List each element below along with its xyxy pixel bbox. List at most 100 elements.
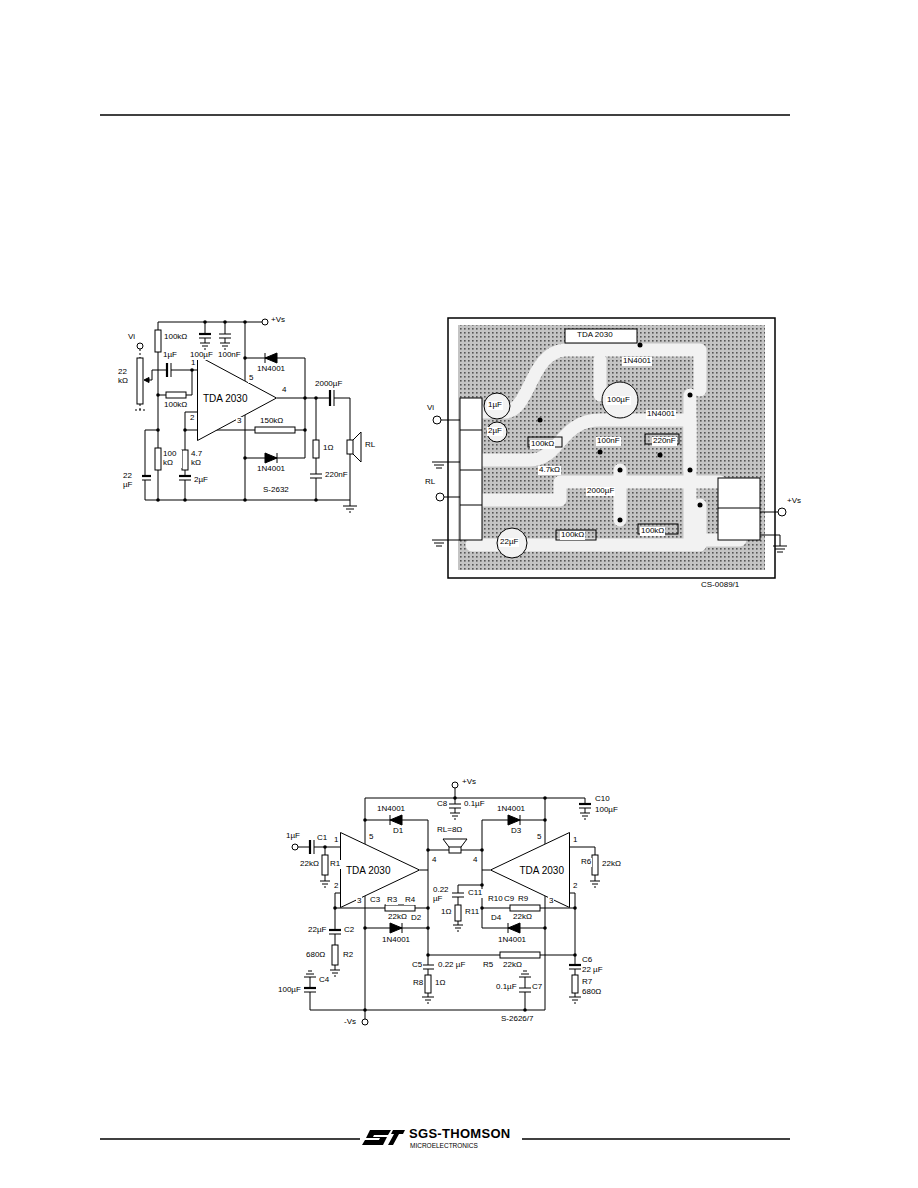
component-label: S-2632 [262, 486, 290, 495]
component-label: 22kΩ [601, 860, 622, 869]
logo-text: MICROELECTRONICS [409, 1142, 479, 1149]
pcb-layout [432, 318, 787, 578]
component-label: 1N4001 [381, 936, 411, 945]
component-label: R9 [517, 895, 529, 904]
component-label: R6 [580, 858, 592, 867]
component-label: 1Ω [434, 979, 446, 988]
component-label: D4 [490, 914, 502, 923]
component-label: 4 [281, 386, 287, 395]
component-label: 3 [548, 897, 554, 906]
board-label: 100µF [606, 396, 631, 405]
component-label: 4 [431, 856, 437, 865]
component-label: 1µF [285, 832, 301, 841]
component-label: C11 [467, 889, 483, 898]
board-label: 1N4001 [622, 357, 652, 366]
component-label: RL=8Ω [436, 826, 463, 835]
component-label: 1N4001 [376, 805, 406, 814]
board-label: 100kΩ [640, 527, 665, 536]
component-label: 2µF [193, 476, 209, 485]
component-label: 0.1µF [495, 983, 518, 992]
component-label: C3 [369, 896, 381, 905]
component-label: 3 [356, 897, 362, 906]
component-label: 1 [333, 836, 339, 845]
component-label: 22kΩ [512, 913, 533, 922]
component-label: 100 kΩ [162, 450, 182, 468]
component-label: C1 [316, 834, 328, 843]
amplifier-circuit [135, 319, 361, 512]
component-label: 1N4001 [497, 936, 527, 945]
component-label: R11 [464, 908, 480, 917]
component-label: 0.22 µF [437, 961, 466, 970]
board-label: +Vs [786, 497, 802, 506]
component-label: 150kΩ [259, 417, 284, 426]
component-label: C7 [531, 983, 543, 992]
component-label: 22µF [307, 926, 327, 935]
component-label: R8 [412, 979, 424, 988]
component-label: 22kΩ [387, 913, 408, 922]
component-label: R10 [487, 895, 504, 904]
component-label: 1Ω [322, 444, 334, 453]
board-label: 4.7kΩ [538, 466, 561, 475]
component-label: 2000µF [314, 380, 343, 389]
component-label: 4.7 kΩ [190, 450, 210, 468]
board-label: CS-0089/1 [700, 581, 740, 590]
component-label: 4 [472, 856, 478, 865]
component-label: C9 [503, 895, 515, 904]
component-label: 220nF [324, 471, 349, 480]
bridge-circuit [292, 782, 600, 1025]
component-label: C4 [318, 976, 330, 985]
board-label: 2µF [487, 427, 503, 436]
component-label: R4 [404, 896, 416, 905]
component-label: C10 [594, 795, 611, 804]
amplifier-name: TDA 2030 [520, 865, 564, 876]
board-label: 220nF [652, 437, 677, 446]
component-label: C6 [581, 956, 593, 965]
component-label: 2 [333, 882, 339, 891]
board-label: 2000µF [586, 487, 615, 496]
board-label: 1N4001 [646, 410, 676, 419]
component-label: 100µF [594, 806, 619, 815]
component-label: +Vs [461, 778, 477, 787]
component-label: C5 [411, 961, 423, 970]
component-label: 1 [190, 359, 196, 368]
logo-text: SGS-THOMSON [408, 1127, 512, 1141]
component-label: 1 [572, 836, 578, 845]
component-label: 22 µF [122, 472, 142, 490]
component-label: 22kΩ [502, 961, 523, 970]
component-label: 100nF [217, 351, 242, 360]
board-label: RL [424, 478, 436, 487]
board-label: 100kΩ [560, 531, 585, 540]
component-label: RL [364, 441, 376, 450]
component-label: C8 [436, 800, 448, 809]
component-label: +Vs [270, 316, 286, 325]
component-label: D3 [510, 827, 522, 836]
board-label: 1µF [487, 401, 503, 410]
amplifier-name: TDA 2030 [346, 865, 390, 876]
component-label: 0.22 µF [432, 886, 450, 904]
page-rule [100, 115, 790, 1139]
component-label: C2 [343, 926, 355, 935]
component-label: S-2626/7 [500, 1015, 534, 1024]
board-label: Vi [426, 404, 435, 413]
component-label: 5 [368, 833, 374, 842]
component-label: 5 [248, 374, 254, 383]
component-label: 22 µF [581, 966, 604, 975]
component-label: D2 [410, 914, 422, 923]
component-label: 2 [189, 414, 195, 423]
component-label: 680Ω [305, 951, 326, 960]
component-label: Vi [127, 333, 136, 342]
component-label: 1Ω [440, 908, 452, 917]
component-label: R5 [482, 961, 494, 970]
board-label: TDA 2030 [576, 331, 614, 340]
component-label: D1 [392, 827, 404, 836]
component-label: R2 [342, 951, 354, 960]
board-label: 22µF [499, 538, 519, 547]
component-label: 1µF [162, 351, 178, 360]
component-label: 1N4001 [256, 465, 286, 474]
component-label: 100kΩ [163, 333, 188, 342]
component-label: 100µF [277, 986, 302, 995]
amplifier-name: TDA 2030 [203, 393, 247, 404]
board-label: 100nF [596, 437, 621, 446]
component-label: 100kΩ [163, 401, 188, 410]
